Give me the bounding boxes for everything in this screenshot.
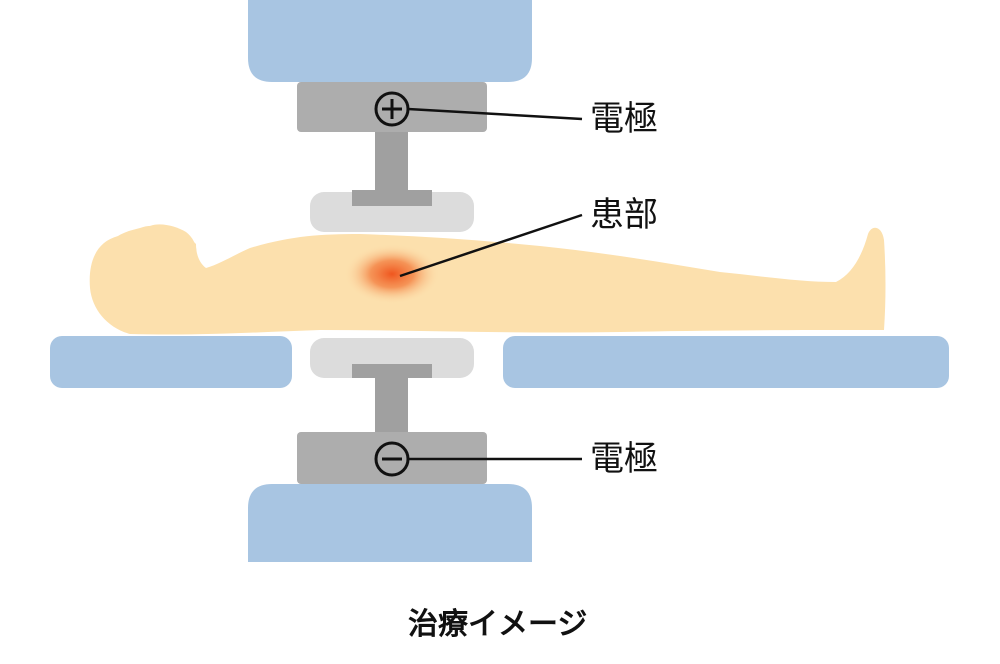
bed-right — [503, 336, 949, 388]
bottom-pad-connector — [352, 364, 432, 378]
top-pad-connector — [352, 192, 432, 206]
bottom-electrode-label: 電極 — [590, 439, 658, 479]
top-electrode-leader — [407, 107, 583, 121]
top-machine-head — [248, 0, 532, 82]
bottom-contact-pad — [310, 338, 474, 378]
bed-left — [50, 336, 292, 388]
affected-area-spot — [344, 244, 440, 304]
bottom-electrode-stem — [375, 376, 408, 434]
top-electrode-label: 電極 — [590, 99, 658, 139]
top-electrode-stem — [375, 132, 408, 192]
patient-body — [89, 224, 886, 335]
diagram-caption: 治療イメージ — [408, 607, 588, 642]
affected-area-label: 患部 — [590, 195, 658, 235]
affected-area-leader — [399, 213, 583, 278]
top-contact-pad — [310, 192, 474, 232]
bottom-machine-head — [248, 484, 532, 562]
